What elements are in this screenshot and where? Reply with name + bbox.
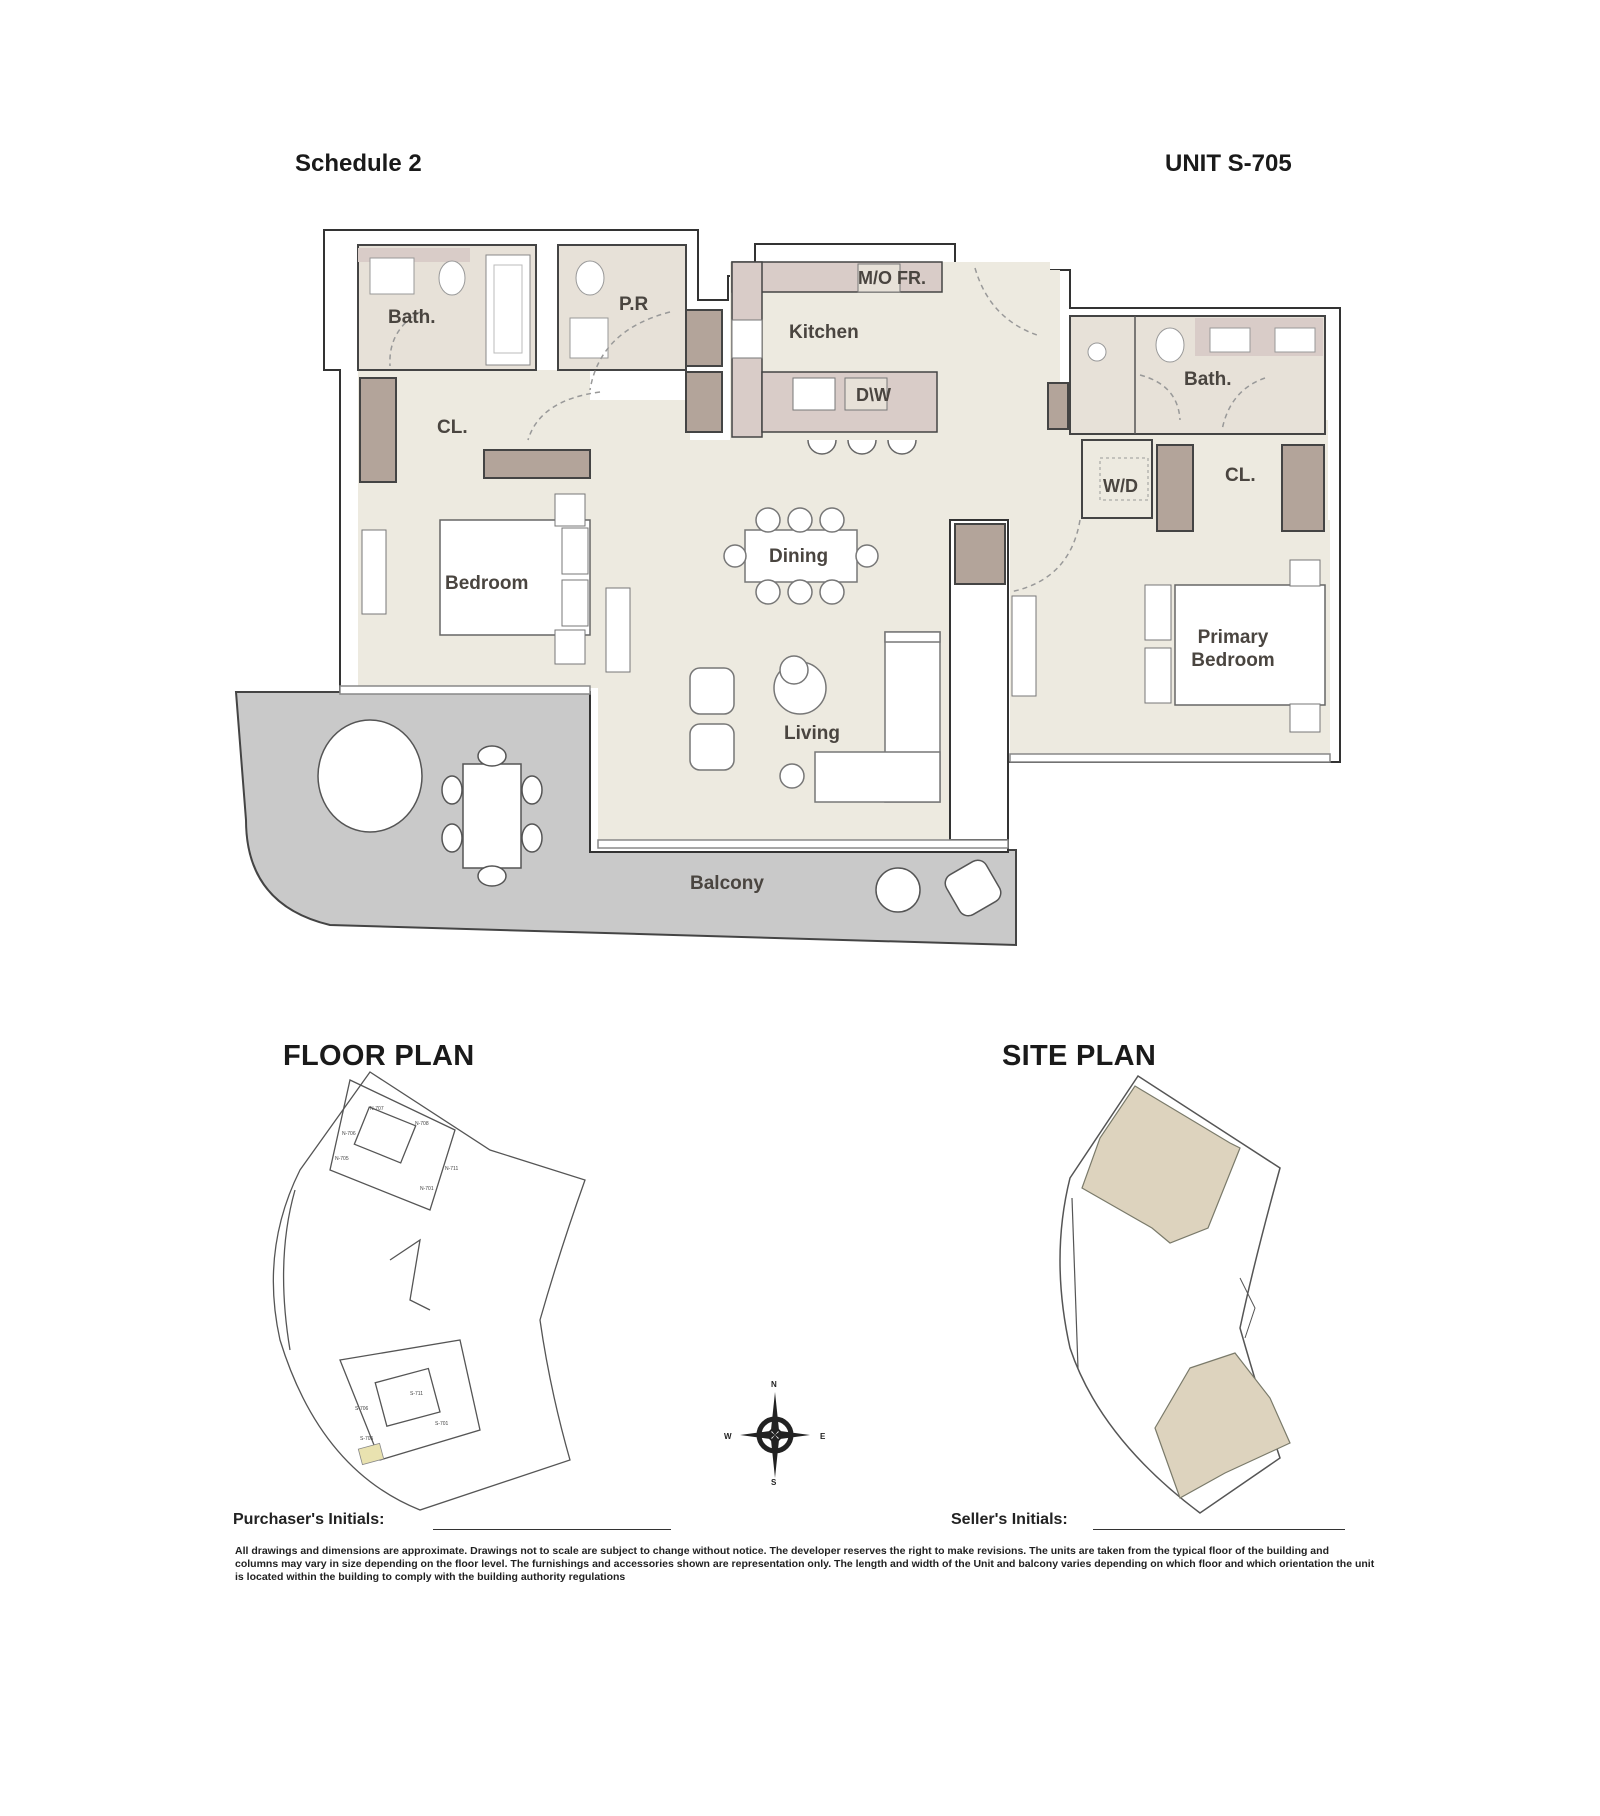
label-primary-line1: Primary bbox=[1197, 627, 1269, 648]
svg-text:S-701: S-701 bbox=[435, 1421, 449, 1427]
label-closet-right: CL. bbox=[1225, 465, 1256, 486]
label-balcony: Balcony bbox=[690, 873, 764, 894]
disclaimer-text: All drawings and dimensions are approxim… bbox=[235, 1545, 1375, 1583]
svg-text:S-711: S-711 bbox=[410, 1391, 423, 1397]
label-primary-bedroom: Primary Bedroom bbox=[1178, 626, 1288, 672]
schedule-label: Schedule 2 bbox=[295, 150, 422, 177]
label-kitchen: Kitchen bbox=[789, 322, 859, 343]
dining-table bbox=[744, 529, 858, 583]
unit-number: UNIT S-705 bbox=[1165, 150, 1292, 177]
compass-e: E bbox=[820, 1432, 826, 1441]
label-microwave-fridge: M/O FR. bbox=[858, 268, 926, 288]
seller-initials-label: Seller's Initials: bbox=[951, 1511, 1068, 1528]
svg-text:N-711: N-711 bbox=[445, 1166, 458, 1172]
label-washer-dryer: W/D bbox=[1103, 476, 1138, 496]
balcony-round-table bbox=[317, 719, 423, 833]
label-primary-line2: Bedroom bbox=[1191, 650, 1275, 671]
seller-initials-field[interactable] bbox=[1093, 1529, 1345, 1530]
svg-text:N-701: N-701 bbox=[420, 1186, 434, 1192]
kitchen-island bbox=[761, 371, 938, 433]
washer-dryer-closet bbox=[1081, 439, 1153, 519]
purchaser-initials-label: Purchaser's Initials: bbox=[233, 1511, 385, 1528]
compass-w: W bbox=[724, 1432, 732, 1441]
site-plan-drawing bbox=[1040, 1068, 1340, 1518]
kitchen-counter-top bbox=[731, 261, 943, 293]
label-living: Living bbox=[784, 723, 840, 744]
highlighted-unit-s705 bbox=[357, 1442, 385, 1466]
svg-text:N-706: N-706 bbox=[342, 1131, 356, 1137]
site-building-south bbox=[1154, 1352, 1291, 1499]
compass-rose-icon: N S W E bbox=[720, 1380, 830, 1490]
label-closet-left: CL. bbox=[437, 417, 468, 438]
unit-floor-plan bbox=[234, 229, 1341, 947]
site-building-north bbox=[1081, 1085, 1241, 1244]
svg-text:N-705: N-705 bbox=[335, 1156, 349, 1162]
svg-text:N-707: N-707 bbox=[370, 1106, 384, 1112]
label-dining: Dining bbox=[769, 546, 829, 567]
bed-primary bbox=[1174, 584, 1326, 706]
balcony-area bbox=[234, 691, 1017, 947]
compass-s: S bbox=[771, 1478, 777, 1487]
label-bath-left: Bath. bbox=[388, 307, 436, 328]
floor-plan-title: FLOOR PLAN bbox=[283, 1040, 475, 1072]
svg-text:S-706: S-706 bbox=[355, 1406, 369, 1412]
svg-text:S-705: S-705 bbox=[360, 1436, 374, 1442]
label-dishwasher: D\W bbox=[856, 385, 891, 405]
closet-left-casework bbox=[359, 377, 397, 483]
compass-n: N bbox=[771, 1380, 777, 1389]
site-plan-title: SITE PLAN bbox=[1002, 1040, 1157, 1072]
balcony-dining-table bbox=[462, 763, 522, 869]
closet-bedroom-casework bbox=[483, 449, 591, 479]
purchaser-initials-field[interactable] bbox=[433, 1529, 671, 1530]
svg-text:N-708: N-708 bbox=[415, 1121, 429, 1127]
label-bath-right: Bath. bbox=[1184, 369, 1232, 390]
label-bedroom: Bedroom bbox=[445, 573, 529, 594]
label-powder-room: P.R bbox=[619, 294, 649, 315]
